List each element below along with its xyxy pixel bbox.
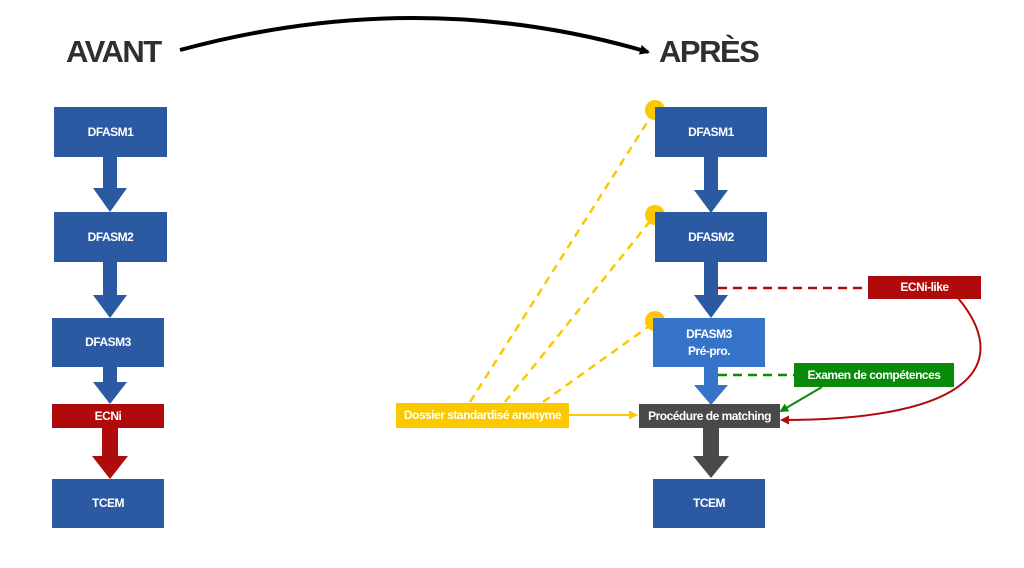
dashed-dossier-dfasm1 <box>468 109 657 403</box>
after-tcem-box: TCEM <box>653 479 765 528</box>
after-arrow-2 <box>694 262 728 318</box>
before-tcem-box: TCEM <box>52 479 164 528</box>
dashed-dossier-dfasm2 <box>504 214 656 403</box>
title-avant: AVANT <box>66 34 162 69</box>
examen-box: Examen de compétences <box>794 363 954 387</box>
before-arrow-4 <box>92 428 128 479</box>
after-matching-box: Procédure de matching <box>639 404 780 428</box>
before-arrow-1 <box>93 157 127 212</box>
before-arrow-2 <box>93 262 127 318</box>
after-dfasm2-box: DFASM2 <box>655 212 767 262</box>
ecni-like-to-matching-arrow <box>780 297 982 425</box>
after-dfasm1-box: DFASM1 <box>655 107 767 157</box>
avant-to-apres-arrow <box>179 16 650 55</box>
after-arrow-4 <box>693 428 729 478</box>
after-dfasm3-sublabel: Pré-pro. <box>687 343 731 358</box>
after-dfasm3-box: DFASM3 Pré-pro. <box>653 318 765 367</box>
before-dfasm1-box: DFASM1 <box>54 107 167 157</box>
ecni-like-box: ECNi-like <box>868 276 981 299</box>
after-dfasm3-label: DFASM3 <box>686 327 732 342</box>
dossier-box: Dossier standardisé anonyme <box>396 403 569 428</box>
title-apres: APRÈS <box>659 34 760 69</box>
before-ecni-box: ECNi <box>52 404 164 428</box>
after-arrow-1 <box>694 157 728 213</box>
dashed-dossier-dfasm3 <box>542 320 656 404</box>
after-arrow-3 <box>694 367 728 405</box>
before-dfasm3-box: DFASM3 <box>52 318 164 367</box>
before-arrow-3 <box>93 367 127 404</box>
examen-to-matching-arrow <box>779 386 823 413</box>
before-dfasm2-box: DFASM2 <box>54 212 167 262</box>
